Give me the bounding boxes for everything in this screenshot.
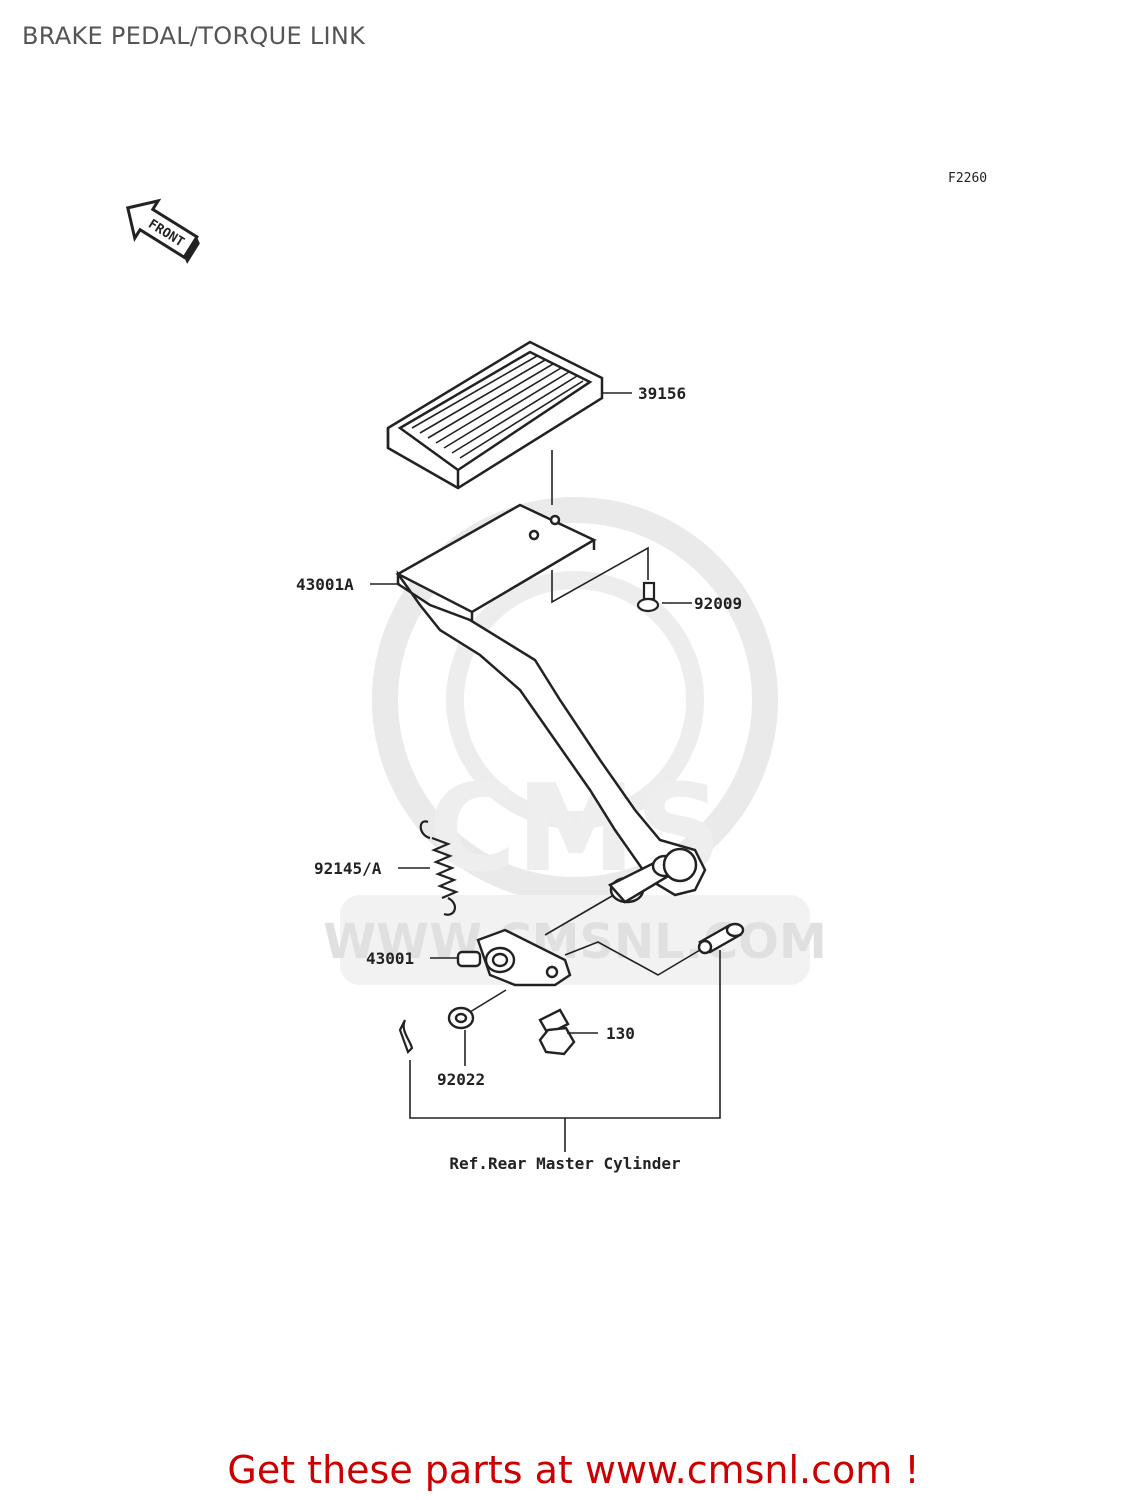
pedal-arm-drawing [395,503,707,904]
cta-link[interactable]: Get these parts at www.cmsnl.com ! [227,1448,920,1492]
clevis-pin-drawing [697,922,745,955]
watermark-url: WWW.CMSNL.COM [323,914,827,970]
cta-banner[interactable]: Get these parts at www.cmsnl.com ! [0,1448,1147,1492]
diagram-code: F2260 [948,171,988,186]
front-arrow-icon: FRONT [125,198,200,264]
page-title: BRAKE PEDAL/TORQUE LINK [22,22,366,50]
reference-note: Ref.Rear Master Cylinder [449,1154,680,1173]
spring-drawing [419,820,459,916]
bolt-92009-drawing [636,581,660,613]
part-label-43001a[interactable]: 43001A [296,575,354,594]
part-label-92145a[interactable]: 92145/A [314,859,382,878]
washer-drawing [447,1006,475,1030]
bolt-130-drawing [538,1008,576,1056]
cotter-pin-drawing [398,1019,414,1054]
part-label-130[interactable]: 130 [606,1024,635,1043]
torque-link-drawing [456,928,572,987]
part-label-92022[interactable]: 92022 [437,1070,485,1089]
part-label-39156[interactable]: 39156 [638,384,686,403]
part-label-92009[interactable]: 92009 [694,594,742,613]
pedal-pad-drawing [386,340,604,490]
part-label-43001[interactable]: 43001 [366,949,414,968]
leader-lines [370,392,721,1152]
